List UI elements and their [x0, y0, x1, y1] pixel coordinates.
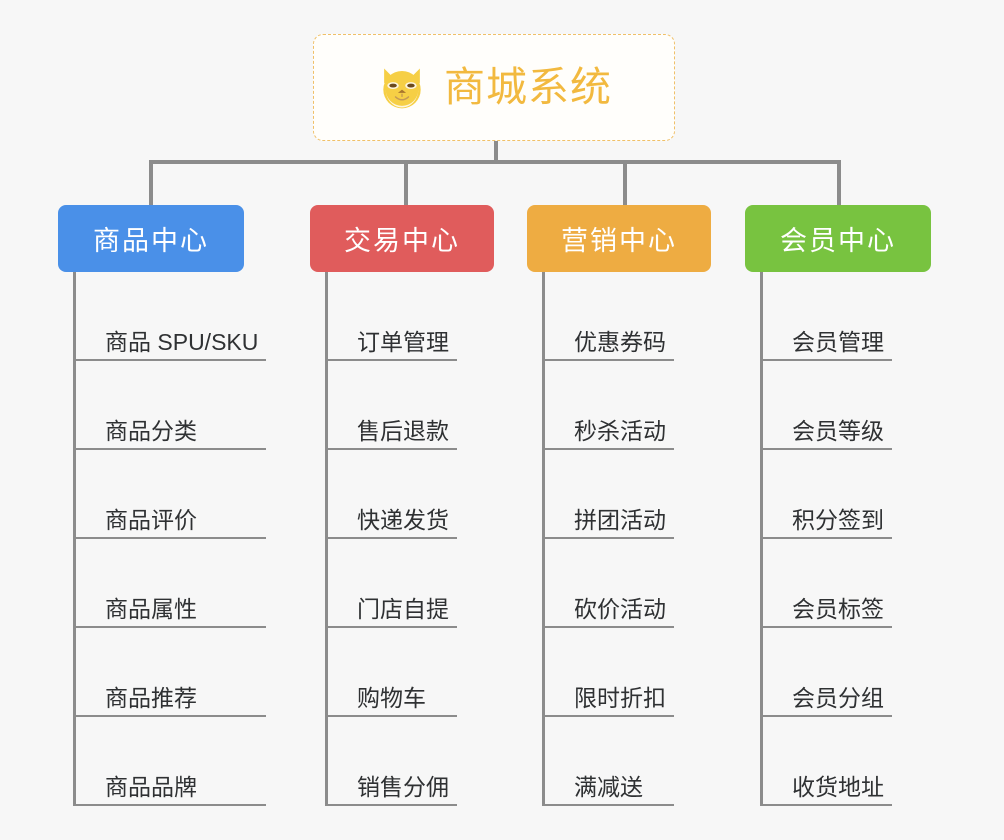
connector-drop-4 [837, 160, 841, 206]
leaf-item[interactable]: 商品 SPU/SKU [73, 272, 267, 361]
shiba-dog-face-icon [383, 68, 421, 108]
leaf-list-2: 订单管理 售后退款 快递发货 门店自提 购物车 销售分佣 [325, 272, 457, 806]
branch-column-4: 会员中心 会员管理 会员等级 积分签到 会员标签 会员分组 收货地址 [745, 205, 935, 806]
branch-title-2: 交易中心 [344, 226, 460, 256]
leaf-label: 会员标签 [792, 595, 884, 622]
leaf-label: 购物车 [357, 684, 426, 711]
leaf-item[interactable]: 销售分佣 [325, 717, 457, 806]
leaf-label: 限时折扣 [574, 684, 666, 711]
connector-stem [494, 141, 498, 164]
branch-title-4: 会员中心 [780, 226, 896, 256]
leaf-item[interactable]: 商品属性 [73, 539, 267, 628]
leaf-item[interactable]: 商品品牌 [73, 717, 267, 806]
branch-trunk-2 [325, 272, 328, 806]
branch-trunk-3 [542, 272, 545, 806]
leaf-item[interactable]: 优惠券码 [542, 272, 674, 361]
branch-header-3[interactable]: 营销中心 [527, 205, 711, 272]
branch-trunk-4 [760, 272, 763, 806]
leaf-item[interactable]: 会员标签 [760, 539, 892, 628]
leaf-item[interactable]: 会员等级 [760, 361, 892, 450]
branch-title-1: 商品中心 [93, 226, 209, 256]
root-node[interactable]: 商城系统 [313, 34, 675, 141]
connector-drop-2 [404, 160, 408, 206]
leaf-item[interactable]: 会员分组 [760, 628, 892, 717]
leaf-label: 售后退款 [357, 417, 449, 444]
leaf-label: 收货地址 [792, 773, 884, 800]
leaf-label: 商品分类 [105, 417, 197, 444]
leaf-label: 积分签到 [792, 506, 884, 533]
leaf-label: 商品品牌 [105, 773, 197, 800]
leaf-item[interactable]: 砍价活动 [542, 539, 674, 628]
leaf-label: 订单管理 [357, 328, 449, 355]
branch-trunk-1 [73, 272, 76, 806]
branch-column-2: 交易中心 订单管理 售后退款 快递发货 门店自提 购物车 销售分佣 [310, 205, 500, 806]
leaf-label: 满减送 [574, 773, 643, 800]
leaf-item[interactable]: 商品分类 [73, 361, 267, 450]
leaf-item[interactable]: 收货地址 [760, 717, 892, 806]
leaf-label: 优惠券码 [574, 328, 666, 355]
leaf-item[interactable]: 购物车 [325, 628, 457, 717]
leaf-label: 会员管理 [792, 328, 884, 355]
leaf-item[interactable]: 限时折扣 [542, 628, 674, 717]
leaf-label: 商品评价 [105, 506, 197, 533]
leaf-item[interactable]: 商品评价 [73, 450, 267, 539]
leaf-item[interactable]: 拼团活动 [542, 450, 674, 539]
leaf-label: 会员分组 [792, 684, 884, 711]
leaf-item[interactable]: 商品推荐 [73, 628, 267, 717]
leaf-label: 砍价活动 [574, 595, 666, 622]
leaf-item[interactable]: 积分签到 [760, 450, 892, 539]
leaf-item[interactable]: 订单管理 [325, 272, 457, 361]
branch-column-1: 商品中心 商品 SPU/SKU 商品分类 商品评价 商品属性 商品推荐 商品品牌 [58, 205, 284, 806]
leaf-label: 门店自提 [357, 595, 449, 622]
leaf-label: 拼团活动 [574, 506, 666, 533]
leaf-label: 秒杀活动 [574, 417, 666, 444]
leaf-label: 商品推荐 [105, 684, 197, 711]
leaf-label: 快递发货 [357, 506, 449, 533]
leaf-list-1: 商品 SPU/SKU 商品分类 商品评价 商品属性 商品推荐 商品品牌 [73, 272, 267, 806]
connector-bus [149, 160, 841, 164]
leaf-list-4: 会员管理 会员等级 积分签到 会员标签 会员分组 收货地址 [760, 272, 892, 806]
leaf-item[interactable]: 快递发货 [325, 450, 457, 539]
leaf-label: 会员等级 [792, 417, 884, 444]
leaf-item[interactable]: 门店自提 [325, 539, 457, 628]
branch-column-3: 营销中心 优惠券码 秒杀活动 拼团活动 砍价活动 限时折扣 满减送 [527, 205, 717, 806]
branch-header-1[interactable]: 商品中心 [58, 205, 244, 272]
branch-title-3: 营销中心 [561, 226, 677, 256]
root-title: 商城系统 [444, 64, 612, 110]
leaf-item[interactable]: 会员管理 [760, 272, 892, 361]
branch-header-2[interactable]: 交易中心 [310, 205, 494, 272]
leaf-item[interactable]: 秒杀活动 [542, 361, 674, 450]
connector-drop-1 [149, 160, 153, 206]
leaf-label: 商品 SPU/SKU [105, 328, 259, 355]
leaf-item[interactable]: 售后退款 [325, 361, 457, 450]
branch-header-4[interactable]: 会员中心 [745, 205, 931, 272]
connector-drop-3 [623, 160, 627, 206]
leaf-list-3: 优惠券码 秒杀活动 拼团活动 砍价活动 限时折扣 满减送 [542, 272, 674, 806]
leaf-item[interactable]: 满减送 [542, 717, 674, 806]
leaf-label: 商品属性 [105, 595, 197, 622]
leaf-label: 销售分佣 [357, 773, 449, 800]
